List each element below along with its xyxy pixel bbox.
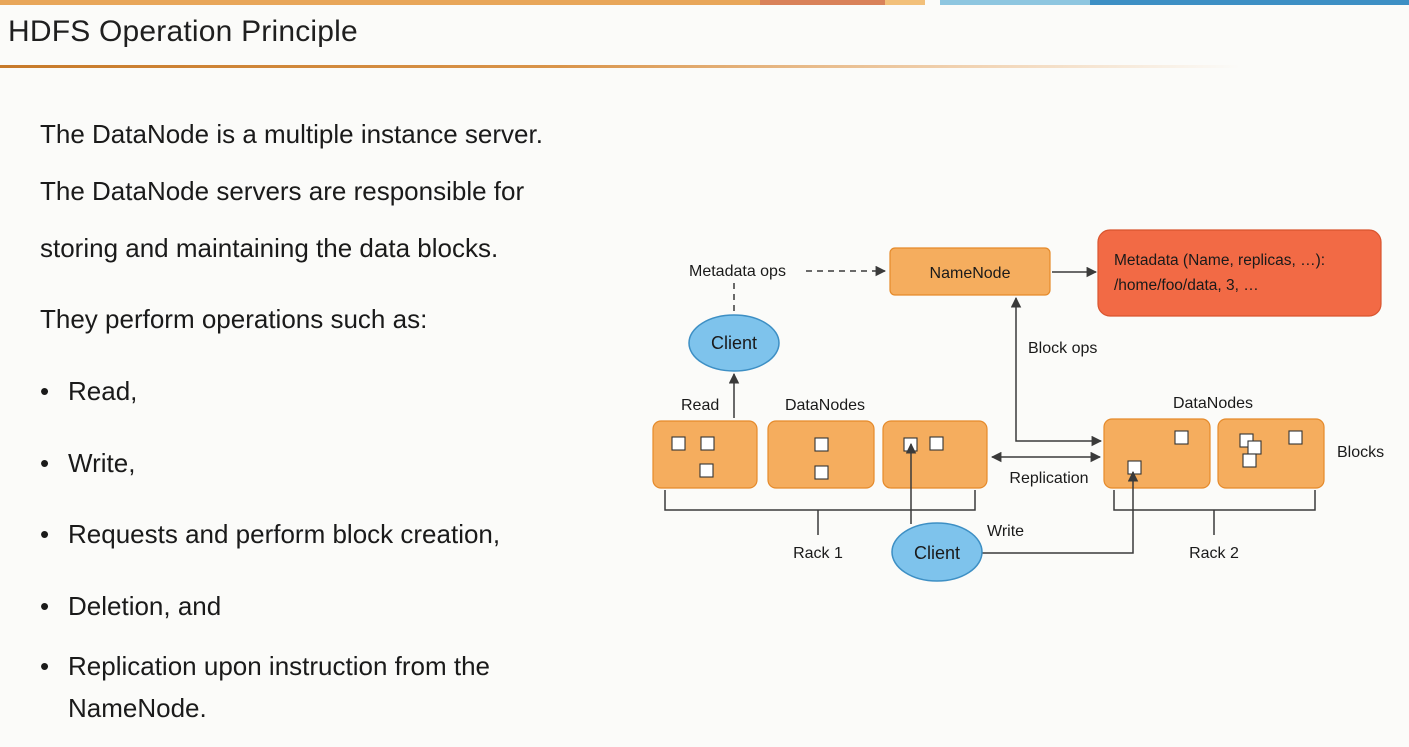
- rack1-label: Rack 1: [793, 545, 843, 562]
- title-underline: [0, 65, 1240, 68]
- namenode-box: [889, 247, 1051, 296]
- datanode-box: [1217, 418, 1325, 489]
- body-line-4: They perform operations such as:: [40, 304, 428, 334]
- block-square: [1174, 430, 1189, 445]
- client-top-label: Client: [711, 333, 757, 353]
- metadata-line-2: /home/foo/data, 3, …: [1114, 277, 1259, 294]
- replication-label: Replication: [1009, 470, 1088, 487]
- client-bottom-ellipse: [891, 522, 983, 582]
- bullet-text: NameNode.: [68, 693, 207, 723]
- block-square: [699, 463, 714, 478]
- bullet-text: Replication upon instruction from the: [68, 651, 491, 681]
- top-accent-bar-segment: [1090, 0, 1409, 5]
- datanodes-right-label: DataNodes: [1173, 395, 1253, 412]
- block-square: [1247, 440, 1262, 455]
- bullet-dot: •: [40, 448, 50, 478]
- block-square: [814, 465, 829, 480]
- slide-title: HDFS Operation Principle: [8, 15, 358, 48]
- metadata-box: [1097, 229, 1382, 317]
- bullet-dot: •: [40, 651, 50, 681]
- rack2-bracket: [1113, 490, 1316, 511]
- client-bottom-label: Client: [914, 543, 960, 563]
- top-accent-bar-segment: [760, 0, 885, 5]
- datanode-box: [652, 420, 758, 489]
- bullet-text: Read,: [68, 376, 138, 406]
- block-square: [814, 437, 829, 452]
- datanodes-left-label: DataNodes: [785, 397, 865, 414]
- block-square: [1242, 453, 1257, 468]
- metadata-ops-label: Metadata ops: [689, 263, 786, 280]
- top-accent-bar-segment: [885, 0, 925, 5]
- top-accent-bar-segment: [940, 0, 1090, 5]
- datanode-box: [767, 420, 875, 489]
- block-square: [700, 436, 715, 451]
- datanode-box: [882, 420, 988, 489]
- block-square: [1127, 460, 1142, 475]
- bullet-dot: •: [40, 591, 50, 621]
- block-square: [929, 436, 944, 451]
- read-label: Read: [681, 397, 719, 414]
- metadata-line-1: Metadata (Name, replicas, …):: [1114, 252, 1325, 269]
- rack2-label: Rack 2: [1189, 545, 1239, 562]
- bullet-text: Deletion, and: [68, 591, 222, 621]
- top-accent-bar: [0, 0, 760, 5]
- bullet-text: Requests and perform block creation,: [68, 519, 501, 549]
- body-line-3: storing and maintaining the data blocks.: [40, 233, 499, 263]
- client-top-ellipse: [688, 314, 780, 372]
- namenode-label: NameNode: [930, 265, 1011, 282]
- body-line-1: The DataNode is a multiple instance serv…: [40, 119, 543, 149]
- bullet-dot: •: [40, 376, 50, 406]
- block-square: [1288, 430, 1303, 445]
- bullet-dot: •: [40, 519, 50, 549]
- write-arrow: [982, 470, 1139, 554]
- block-ops-arrow: [1010, 296, 1103, 447]
- write-label: Write: [987, 523, 1024, 540]
- bullet-text: Write,: [68, 448, 136, 478]
- blocks-label: Blocks: [1337, 444, 1384, 461]
- block-square: [671, 436, 686, 451]
- body-line-2: The DataNode servers are responsible for: [40, 176, 525, 206]
- datanode-box: [1103, 418, 1211, 489]
- block-ops-label: Block ops: [1028, 340, 1097, 357]
- data-blocks: [671, 430, 1303, 480]
- rack1-bracket: [664, 490, 976, 511]
